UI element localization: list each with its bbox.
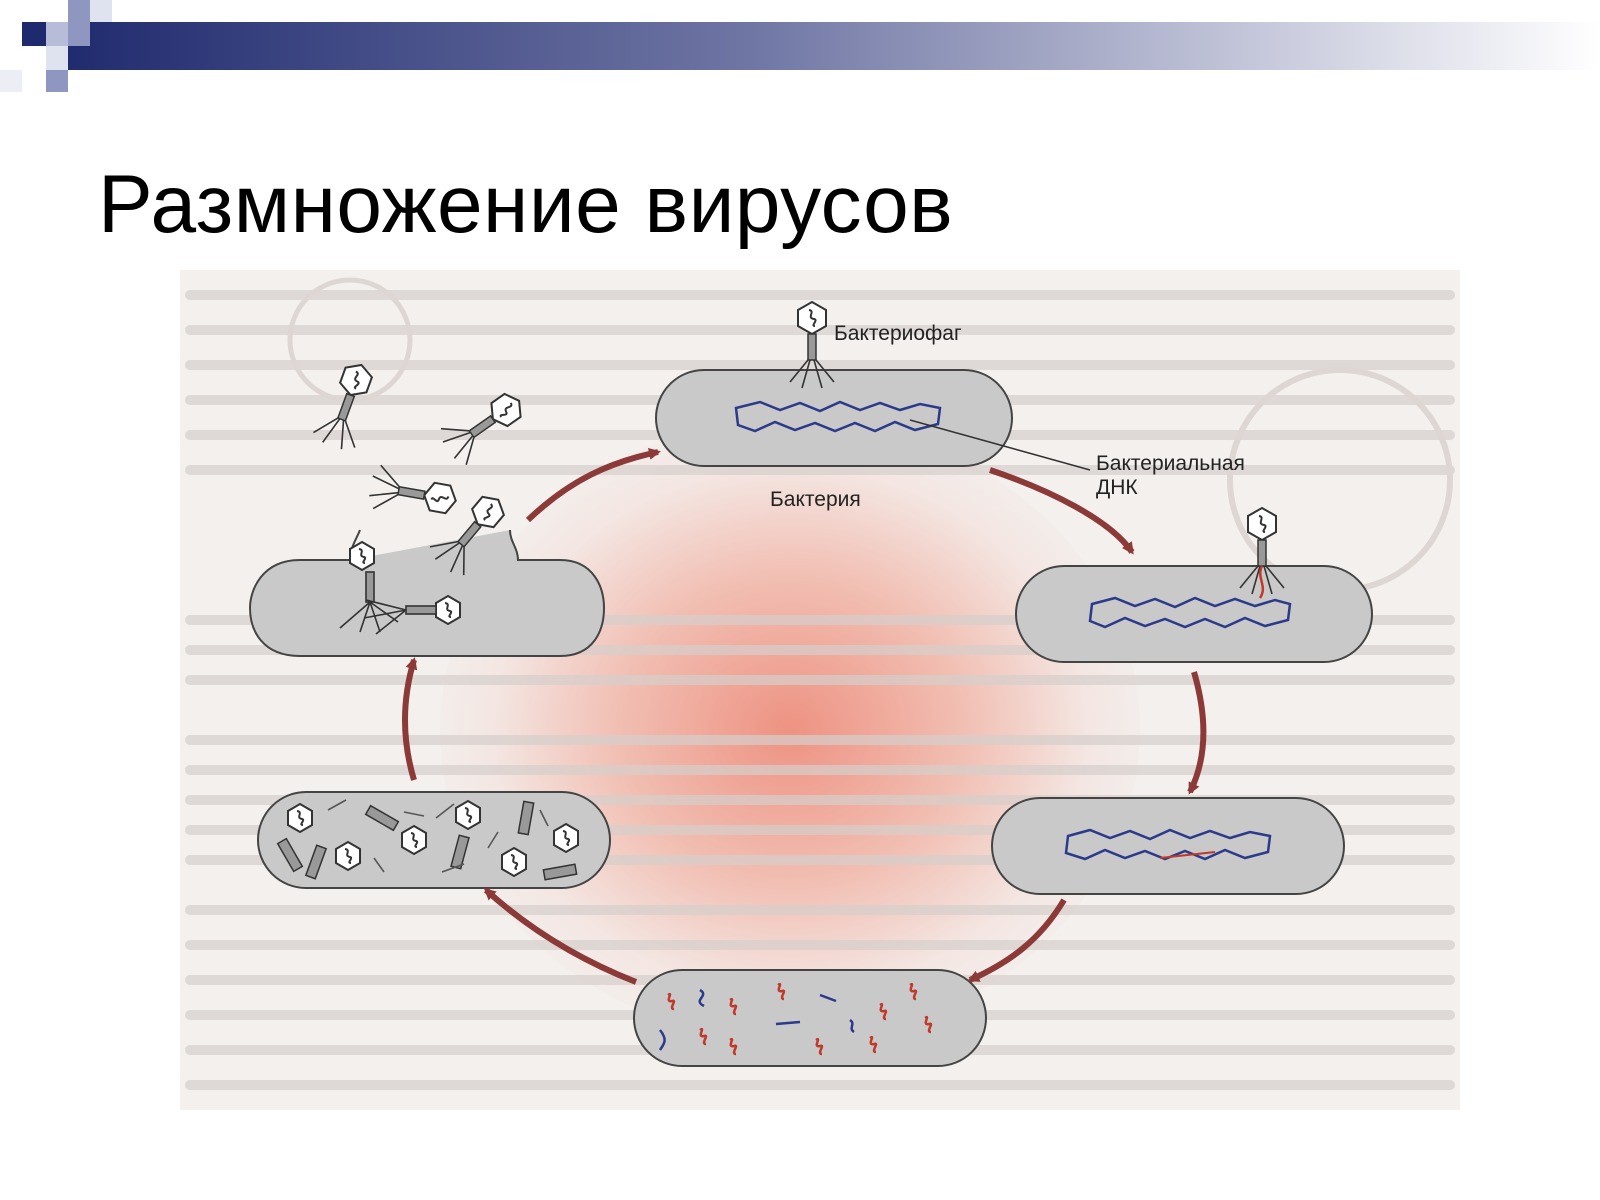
label-bacteriophage: Бактериофаг — [834, 322, 962, 345]
cell-bottom-replication — [633, 969, 987, 1067]
cell-left-assembly — [257, 791, 611, 889]
bacterial-dna-shape — [734, 400, 942, 433]
arrow-attach — [989, 467, 1135, 555]
injected-dna — [1258, 565, 1265, 599]
arrow-replication — [967, 898, 1067, 983]
dna-pointer-line — [909, 419, 1091, 471]
label-bacterial-dna-line1: Бактериальная — [1096, 452, 1245, 475]
pink-glow — [440, 420, 1140, 1040]
cycle-arrows — [402, 447, 1207, 985]
arrow-assembly — [483, 887, 638, 985]
slide-decoration — [0, 0, 1600, 92]
cell-left-lysis — [248, 356, 606, 657]
arrow-integration — [1187, 671, 1207, 795]
label-bacterial-dna-line2: ДНК — [1096, 476, 1138, 499]
cell-right-attach — [1015, 507, 1373, 663]
arrow-lysis-to-infection — [525, 447, 661, 523]
label-bacterium: Бактерия — [770, 488, 861, 511]
cell-right-integration — [991, 797, 1345, 895]
arrow-lysis — [402, 657, 418, 781]
cell-top-bacterium — [655, 301, 1091, 471]
slide-title: Размножение вирусов — [98, 159, 954, 250]
